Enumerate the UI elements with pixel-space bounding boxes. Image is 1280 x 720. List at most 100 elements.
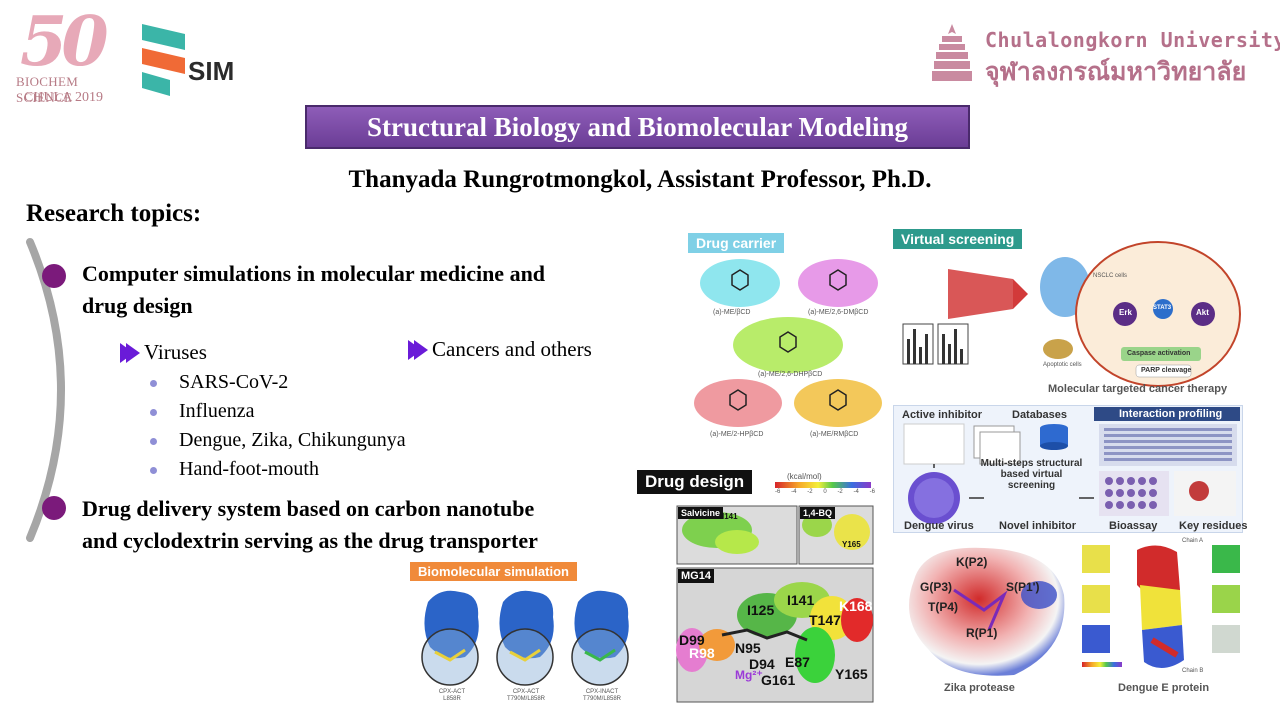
dot-bullet-icon	[150, 379, 157, 387]
list-item: Hand-foot-mouth	[150, 455, 406, 484]
akt-label: Akt	[1196, 308, 1209, 317]
viruses-heading: Viruses	[120, 340, 207, 365]
dengue-e-caption: Dengue E protein	[1118, 682, 1210, 694]
protein-structures	[421, 590, 629, 686]
biosim-logo: SIM	[140, 22, 265, 97]
dengue-e-figure: Chain A Chain B Dengue E protein	[1082, 538, 1242, 700]
screening-diagram	[902, 241, 1241, 387]
panel-salvicine-label: Salvicine	[678, 507, 724, 519]
dengue-virus-label: Dengue virus	[904, 520, 974, 532]
list-item: SARS-CoV-2	[150, 368, 406, 397]
chula-emblem-icon	[932, 24, 972, 81]
cancers-label: Cancers and others	[432, 337, 592, 361]
panel-mg14-label: MG14	[678, 569, 714, 583]
topic-1-line2: drug design	[82, 293, 193, 318]
biochem-logo: 50 BIOCHEM SCIENCE CHULA 2019	[14, 2, 124, 110]
topic-2-line2: and cyclodextrin serving as the drug tra…	[82, 528, 538, 553]
residue-label: I125	[747, 602, 775, 618]
chain-a-label: Chain A	[1182, 538, 1204, 544]
topic-1: Computer simulations in molecular medici…	[82, 258, 642, 322]
interaction-profiling-label: Interaction profiling	[1119, 408, 1223, 420]
caption: (a)-ME/2-HPβCD	[710, 431, 764, 438]
residue-label: K168	[839, 598, 873, 614]
chain-b-label: Chain B	[1182, 668, 1204, 674]
biochem-logo-line2: CHULA 2019	[24, 90, 103, 105]
residue-label: T147	[809, 612, 841, 628]
cancers-heading: Cancers and others	[408, 337, 592, 362]
multisteps-label: Multi-steps structural based virtual scr…	[980, 458, 1083, 491]
list-item: Dengue, Zika, Chikungunya	[150, 426, 406, 455]
biosim-logo-mark	[142, 24, 185, 96]
caspase-label: Caspase activation	[1127, 350, 1191, 357]
research-heading: Research topics:	[26, 200, 202, 227]
biochem-logo-number: 50	[20, 2, 109, 82]
databases-label: Databases	[1012, 409, 1068, 421]
residue-label: D99	[679, 632, 705, 648]
simulation-caption: CPX-ACT T790M/L858R	[506, 689, 546, 702]
zika-protease-figure: K(P2) G(P3) S(P1') T(P4) R(P1) Zika prot…	[894, 540, 1074, 700]
zika-site-label: T(P4)	[928, 600, 958, 614]
virtual-screening-figure: Virtual screening Erk STAT3 Akt Caspase …	[893, 229, 1243, 401]
drug-design-label: Drug design	[637, 470, 753, 494]
zika-caption: Zika protease	[944, 682, 1015, 694]
zika-site-label: K(P2)	[956, 555, 988, 569]
topic-2: Drug delivery system based on carbon nan…	[82, 493, 642, 557]
dengue-screening-diagram	[903, 423, 1237, 524]
virtual-screening-caption: Molecular targeted cancer therapy	[1048, 383, 1228, 395]
arrow-icon	[126, 342, 140, 363]
caption: (a)-ME/2,6-DHPβCD	[758, 371, 823, 378]
slide-title: Structural Biology and Biomolecular Mode…	[366, 111, 908, 142]
erk-label: Erk	[1119, 308, 1132, 317]
residue-label: E87	[785, 654, 810, 670]
active-inhibitor-label: Active inhibitor	[902, 409, 983, 421]
topic-bullet-2	[42, 496, 66, 520]
title-banner: Structural Biology and Biomolecular Mode…	[305, 105, 970, 149]
biomolecular-simulation-figure: Biomolecular simulation CPX-ACT L858R CP…	[410, 562, 635, 707]
simulation-caption: CPX-INACT T790M/L858R	[582, 689, 622, 702]
dot-bullet-icon	[150, 437, 157, 445]
drug-carrier-figure: Drug carrier (a)-ME/βCD (a)-ME/2,6-DMβCD…	[688, 233, 888, 453]
arrow-icon	[414, 339, 428, 360]
colorbar-label: (kcal/mol)	[787, 472, 822, 481]
cyclodextrin-blobs	[694, 259, 882, 427]
list-item: Influenza	[150, 397, 406, 426]
residue-label: N95	[735, 640, 761, 656]
topic-bullet-1	[42, 264, 66, 288]
zika-surface	[909, 547, 1065, 676]
residue-label: R98	[689, 645, 715, 661]
topic-1-line1: Computer simulations in molecular medici…	[82, 261, 546, 286]
simulation-caption: CPX-ACT L858R	[438, 689, 466, 702]
zika-site-label: S(P1')	[1006, 580, 1040, 594]
panel-14bq-label: 1,4-BQ	[800, 507, 836, 519]
residue-label: I141	[787, 592, 815, 608]
viruses-label: Viruses	[144, 340, 207, 364]
virus-list: SARS-CoV-2 Influenza Dengue, Zika, Chiku…	[150, 368, 406, 484]
dot-bullet-icon	[150, 408, 157, 416]
residue-label: Mg²⁺	[735, 668, 763, 682]
dengue-screening-figure: Active inhibitor Databases Interaction p…	[893, 405, 1247, 533]
topic-2-line1: Drug delivery system based on carbon nan…	[82, 496, 535, 521]
stat3-label: STAT3	[1153, 305, 1172, 311]
biochem-logo-line1: BIOCHEM SCIENCE	[16, 74, 79, 105]
novel-inhibitor-label: Novel inhibitor	[999, 520, 1076, 532]
biomolecular-label: Biomolecular simulation	[410, 562, 577, 581]
caption: (a)-ME/RMβCD	[810, 431, 859, 438]
parp-label: PARP cleavage	[1141, 367, 1192, 374]
chulalongkorn-logo: Chulalongkorn University จุฬาลงกรณ์มหาวิ…	[930, 22, 1280, 86]
residue-label: I141	[722, 512, 738, 521]
residue-label: Y165	[835, 666, 868, 682]
residue-label: D94	[749, 656, 775, 672]
bioassay-label: Bioassay	[1109, 520, 1158, 532]
cu-thai-name: จุฬาลงกรณ์มหาวิทยาลัย	[985, 57, 1247, 86]
cu-english-name: Chulalongkorn University	[985, 28, 1280, 52]
caption: (a)-ME/2,6-DMβCD	[808, 309, 869, 316]
residue-label: Y165	[842, 540, 861, 549]
virtual-screening-label: Virtual screening	[893, 229, 1023, 249]
apoptotic-label: Apoptotic cells	[1043, 362, 1082, 368]
key-residues-label: Key residues	[1179, 520, 1248, 532]
zika-site-label: R(P1)	[966, 626, 998, 640]
drug-carrier-label: Drug carrier	[688, 233, 785, 253]
zika-site-label: G(P3)	[920, 580, 953, 594]
